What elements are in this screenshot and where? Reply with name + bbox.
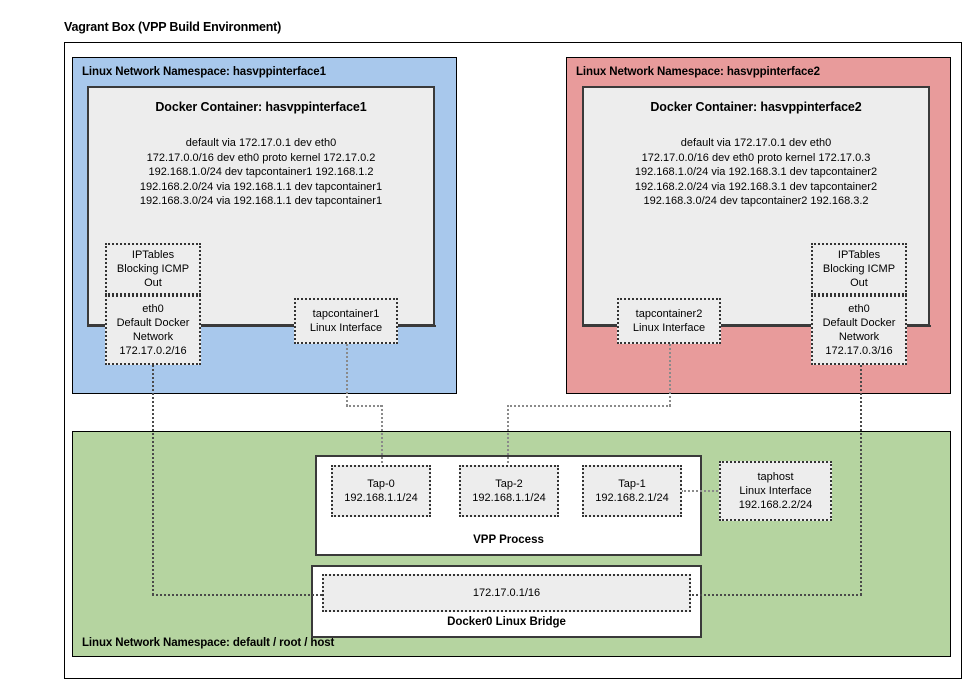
taphost-line: 192.168.2.2/24	[738, 499, 813, 511]
iptables-line: Out	[850, 277, 868, 289]
route-line: 192.168.1.0/24 via 192.168.3.1 dev tapco…	[634, 166, 878, 178]
docker0-bridge-label: Docker0 Linux Bridge	[447, 616, 566, 628]
route-table-left: default via 172.17.0.1 dev eth0 172.17.0…	[89, 136, 433, 209]
tapcontainer-line: Linux Interface	[632, 322, 706, 334]
taphost-box: taphost Linux Interface 192.168.2.2/24	[719, 461, 832, 521]
route-table-right: default via 172.17.0.1 dev eth0 172.17.0…	[584, 136, 928, 209]
tapcontainer-line: tapcontainer1	[312, 308, 380, 320]
vpp-tap-1: Tap-1 192.168.2.1/24	[582, 465, 682, 517]
route-line: 172.17.0.0/16 dev eth0 proto kernel 172.…	[146, 151, 376, 164]
eth0-line: 172.17.0.2/16	[119, 345, 187, 357]
connector-eth0-right-vertical	[860, 365, 862, 595]
namespace-label-right: Linux Network Namespace: hasvppinterface…	[576, 66, 820, 78]
stub-right-mid	[719, 325, 813, 327]
connector-tap1-vertical-lower	[381, 405, 383, 467]
eth0-line: eth0	[142, 303, 164, 315]
tapcontainer2-box: tapcontainer2 Linux Interface	[617, 298, 721, 344]
connector-tap1-horizontal	[346, 405, 382, 407]
route-line: default via 172.17.0.1 dev eth0	[185, 137, 337, 149]
iptables-line: IPTables	[837, 249, 881, 261]
tap-name: Tap-2	[495, 478, 523, 490]
stub-left-mid	[199, 325, 296, 327]
route-line: default via 172.17.0.1 dev eth0	[680, 137, 832, 149]
route-line: 192.168.2.0/24 via 192.168.3.1 dev tapco…	[634, 180, 878, 193]
iptables-line: Blocking ICMP	[116, 263, 190, 275]
iptables-line: IPTables	[131, 249, 175, 261]
namespace-label-host: Linux Network Namespace: default / root …	[82, 637, 335, 649]
tap-name: Tap-1	[618, 478, 646, 490]
eth0-line: Default Docker	[116, 317, 190, 329]
vpp-tap-0: Tap-0 192.168.1.1/24	[331, 465, 431, 517]
eth0-line: Network	[838, 331, 880, 343]
stub-left-eth0	[87, 325, 107, 327]
vpp-process-label: VPP Process	[473, 534, 544, 546]
connector-tap1-vertical-upper	[346, 344, 348, 406]
route-line: 192.168.2.0/24 via 192.168.1.1 dev tapco…	[139, 180, 383, 193]
docker0-subnet-value: 172.17.0.1/16	[472, 587, 541, 599]
tap-address: 192.168.2.1/24	[595, 492, 669, 504]
tap-address: 192.168.1.1/24	[472, 492, 546, 504]
docker-title-right: Docker Container: hasvppinterface2	[650, 100, 862, 114]
namespace-label-left: Linux Network Namespace: hasvppinterface…	[82, 66, 326, 78]
route-line: 172.17.0.0/16 dev eth0 proto kernel 172.…	[641, 151, 871, 164]
taphost-line: taphost	[757, 471, 794, 483]
iptables-line: Blocking ICMP	[822, 263, 896, 275]
eth0-line: Network	[132, 331, 174, 343]
connector-tap2-horizontal	[507, 405, 671, 407]
connector-eth0-left-vertical	[152, 365, 154, 595]
connector-tap2-vertical-upper	[669, 344, 671, 406]
connector-eth0-left-horizontal	[152, 594, 322, 596]
diagram-title: Vagrant Box (VPP Build Environment)	[64, 20, 282, 34]
connector-tap2-vertical-lower	[507, 405, 509, 467]
tap-name: Tap-0	[367, 478, 395, 490]
tap-address: 192.168.1.1/24	[344, 492, 418, 504]
eth0-line: eth0	[848, 303, 870, 315]
stub-left-right	[396, 325, 436, 327]
route-line: 192.168.3.0/24 via 192.168.1.1 dev tapco…	[139, 195, 383, 207]
route-line: 192.168.1.0/24 dev tapcontainer1 192.168…	[148, 166, 374, 178]
docker-title-left: Docker Container: hasvppinterface1	[155, 100, 367, 114]
eth0-box-right: eth0 Default Docker Network 172.17.0.3/1…	[811, 295, 907, 365]
docker0-subnet-box: 172.17.0.1/16	[322, 574, 691, 612]
tapcontainer1-box: tapcontainer1 Linux Interface	[294, 298, 398, 344]
tapcontainer-line: tapcontainer2	[635, 308, 703, 320]
vpp-tap-2: Tap-2 192.168.1.1/24	[459, 465, 559, 517]
iptables-box-right: IPTables Blocking ICMP Out	[811, 243, 907, 295]
iptables-line: Out	[144, 277, 162, 289]
eth0-box-left: eth0 Default Docker Network 172.17.0.2/1…	[105, 295, 201, 365]
tapcontainer-line: Linux Interface	[309, 322, 383, 334]
connector-tap1-to-taphost	[681, 490, 721, 492]
route-line: 192.168.3.0/24 dev tapcontainer2 192.168…	[643, 195, 869, 207]
eth0-line: Default Docker	[822, 317, 896, 329]
eth0-line: 172.17.0.3/16	[825, 345, 893, 357]
iptables-box-left: IPTables Blocking ICMP Out	[105, 243, 201, 295]
stub-right-eth0	[905, 325, 931, 327]
stub-right-left	[582, 325, 619, 327]
connector-eth0-right-horizontal	[692, 594, 862, 596]
taphost-line: Linux Interface	[739, 485, 812, 497]
